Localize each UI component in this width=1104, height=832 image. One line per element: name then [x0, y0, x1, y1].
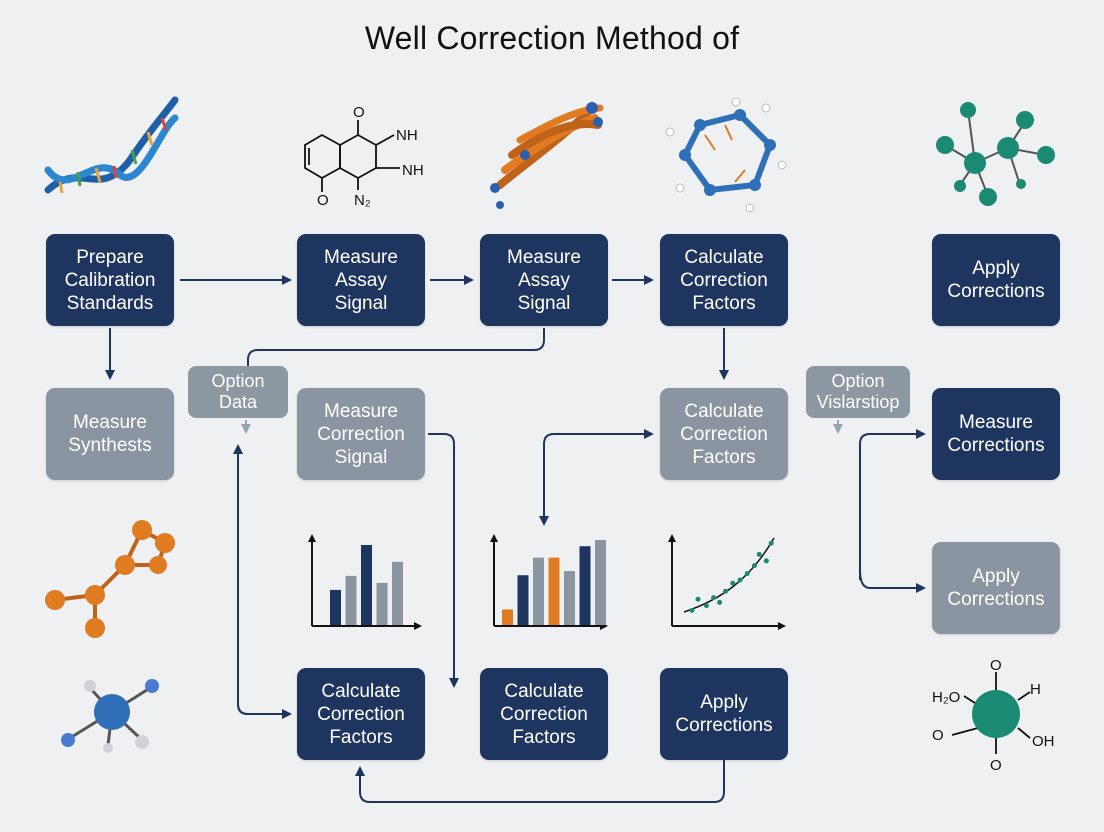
apply-corrections-box-bottom: Apply Corrections [660, 668, 788, 760]
mol-label-o-down: O [990, 757, 1002, 774]
bar-chart-2-bar-2 [517, 575, 529, 625]
loop-assay-to-option [247, 328, 545, 368]
measure-assay-signal-box-2: Measure Assay Signal [480, 234, 608, 326]
bar-chart-2-bar-5 [564, 571, 575, 625]
scatter-point-6 [723, 588, 729, 594]
scatter-point-4 [711, 595, 717, 601]
mol-label-o-up: O [990, 657, 1002, 674]
scatter-point-10 [751, 563, 757, 569]
option-data-box: Option Data [188, 366, 288, 418]
scatter-point-7 [730, 580, 736, 586]
mol-label-h2o: H₂O [932, 689, 960, 706]
arrow-correction-signal-down [428, 433, 459, 688]
scatter-point-8 [737, 577, 743, 583]
scatter-point-9 [744, 571, 750, 577]
ring-molecule-icon [665, 97, 787, 213]
bar-chart-1-bar-2 [345, 575, 357, 625]
apply-corrections-box-mid: Apply Corrections [932, 542, 1060, 634]
scatter-fit-line [683, 537, 775, 613]
scatter-chart [668, 534, 786, 630]
chemical-structure-icon [304, 120, 400, 192]
measure-assay-signal-box-1: Measure Assay Signal [297, 234, 425, 326]
apply-corrections-box-top: Apply Corrections [932, 234, 1060, 326]
calculate-correction-box-bottom-1: Calculate Correction Factors [297, 668, 425, 760]
arrow-to-measure-corrections [859, 429, 926, 580]
mol-label-o-left: O [932, 727, 944, 744]
bar-chart-1 [308, 534, 422, 630]
mol-label-o-top: O [353, 104, 365, 121]
dna-helix-icon [44, 96, 179, 194]
scatter-point-13 [768, 540, 774, 546]
bar-chart-2 [490, 534, 608, 630]
measure-corrections-box: Measure Corrections [932, 388, 1060, 480]
bar-chart-2-bar-4 [548, 557, 560, 625]
bar-chart-1-bar-1 [330, 589, 341, 625]
bar-chart-2-bar-3 [533, 557, 544, 625]
mol-label-nh-2: NH [402, 162, 424, 179]
mol-label-n2: N₂ [354, 192, 371, 209]
protein-ribbon-icon [490, 102, 604, 209]
orange-chain-molecule-icon [45, 520, 175, 638]
bar-chart-1-bar-4 [376, 582, 388, 625]
mol-label-o-bottom: O [317, 192, 329, 209]
mol-label-oh: OH [1032, 733, 1055, 750]
mol-label-nh-1: NH [396, 127, 418, 144]
arrow-calc-mid-loop [543, 429, 654, 522]
prepare-calibration-box: Prepare Calibration Standards [46, 234, 174, 326]
teal-atom-molecule-icon [951, 672, 1031, 754]
loop-bottom [355, 760, 725, 803]
blue-atom-molecule-icon [61, 679, 159, 753]
scatter-point-2 [695, 596, 701, 602]
bar-chart-2-bar-1 [502, 609, 513, 625]
mol-label-h: H [1030, 681, 1041, 698]
arrow-left-loop-right [237, 703, 292, 719]
scatter-point-1 [689, 607, 695, 613]
scatter-point-5 [717, 599, 723, 605]
bar-chart-2-bar-7 [595, 540, 606, 625]
teal-molecule-icon [936, 102, 1055, 206]
calculate-correction-box-mid: Calculate Correction Factors [660, 388, 788, 480]
measure-synthesis-box: Measure Synthests [46, 388, 174, 480]
scatter-point-11 [756, 551, 762, 557]
calculate-correction-box-bottom-2: Calculate Correction Factors [480, 668, 608, 760]
scatter-point-12 [763, 558, 769, 564]
scatter-point-3 [703, 603, 709, 609]
measure-correction-signal-box: Measure Correction Signal [297, 388, 425, 480]
option-vis-box: Option Vislarstiop [806, 366, 910, 418]
bar-chart-2-bar-6 [579, 546, 591, 625]
bar-chart-1-bar-5 [392, 561, 403, 625]
page-title: Well Correction Method of [364, 20, 740, 56]
bar-chart-1-bar-3 [361, 545, 372, 625]
calculate-correction-box-top: Calculate Correction Factors [660, 234, 788, 326]
arrow-to-apply-mid [859, 569, 926, 593]
